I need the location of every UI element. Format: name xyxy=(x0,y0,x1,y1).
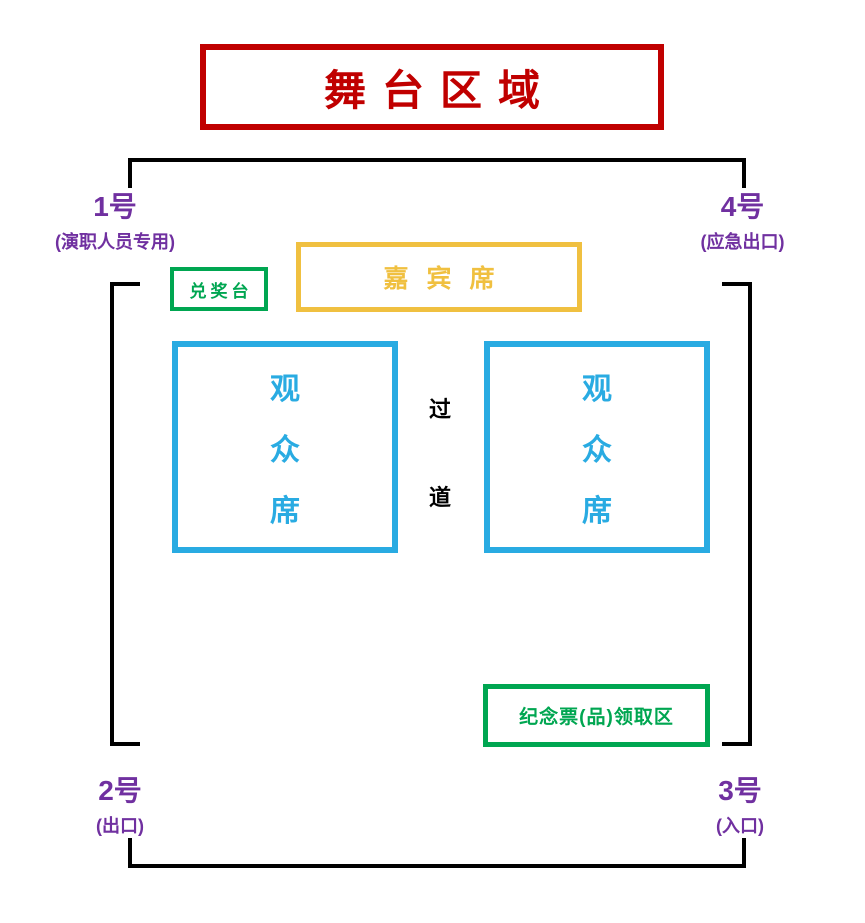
souvenir-pickup-label: 纪念票(品)领取区 xyxy=(519,707,674,728)
venue-border-top-right-tick xyxy=(742,158,746,188)
gate-4-label: 4号 (应急出口) xyxy=(640,191,845,254)
venue-border-right xyxy=(748,282,752,746)
venue-border-left-top-tick xyxy=(110,282,140,286)
gate-3-label: 3号 (入口) xyxy=(660,775,820,838)
gate-4-note: (应急出口) xyxy=(700,231,785,252)
venue-border-bottom-right-tick xyxy=(742,838,746,868)
gate-2-number: 2号 xyxy=(98,775,142,806)
audience-seats-right-box: 观 众 席 xyxy=(484,341,710,553)
audience-right-char: 众 xyxy=(582,434,612,467)
gate-4-number: 4号 xyxy=(720,191,765,222)
venue-border-right-bottom-tick xyxy=(722,742,752,746)
aisle-char: 过 xyxy=(428,397,451,422)
audience-right-char: 观 xyxy=(582,373,612,406)
gate-3-number: 3号 xyxy=(718,775,762,806)
venue-border-top-left-tick xyxy=(128,158,132,188)
gate-2-label: 2号 (出口) xyxy=(40,775,200,838)
venue-border-right-top-tick xyxy=(722,282,752,286)
audience-seats-left-box: 观 众 席 xyxy=(172,341,398,553)
venue-border-left xyxy=(110,282,114,746)
gate-1-note: (演职人员专用) xyxy=(55,231,175,252)
gate-3-note: (入口) xyxy=(716,815,764,836)
gate-1-label: 1号 (演职人员专用) xyxy=(15,191,215,254)
audience-left-char: 观 xyxy=(270,373,300,406)
prize-desk-box: 兑奖台 xyxy=(170,267,268,311)
audience-left-char: 众 xyxy=(270,434,300,467)
vip-seats-box: 嘉宾席 xyxy=(296,242,582,312)
gate-1-number: 1号 xyxy=(93,191,137,222)
stage-area-box: 舞台区域 xyxy=(200,44,664,130)
venue-border-left-bottom-tick xyxy=(110,742,140,746)
venue-border-bottom xyxy=(128,864,746,868)
venue-border-bottom-left-tick xyxy=(128,838,132,868)
audience-right-char: 席 xyxy=(582,495,612,528)
aisle-label: 过 道 xyxy=(410,392,470,512)
vip-seats-label: 嘉宾席 xyxy=(383,265,513,293)
aisle-char: 道 xyxy=(428,485,451,510)
prize-desk-label: 兑奖台 xyxy=(189,281,253,301)
souvenir-pickup-box: 纪念票(品)领取区 xyxy=(483,684,710,747)
stage-area-label: 舞台区域 xyxy=(323,66,556,114)
venue-border-top xyxy=(128,158,746,162)
gate-2-note: (出口) xyxy=(96,815,144,836)
audience-left-char: 席 xyxy=(270,495,300,528)
